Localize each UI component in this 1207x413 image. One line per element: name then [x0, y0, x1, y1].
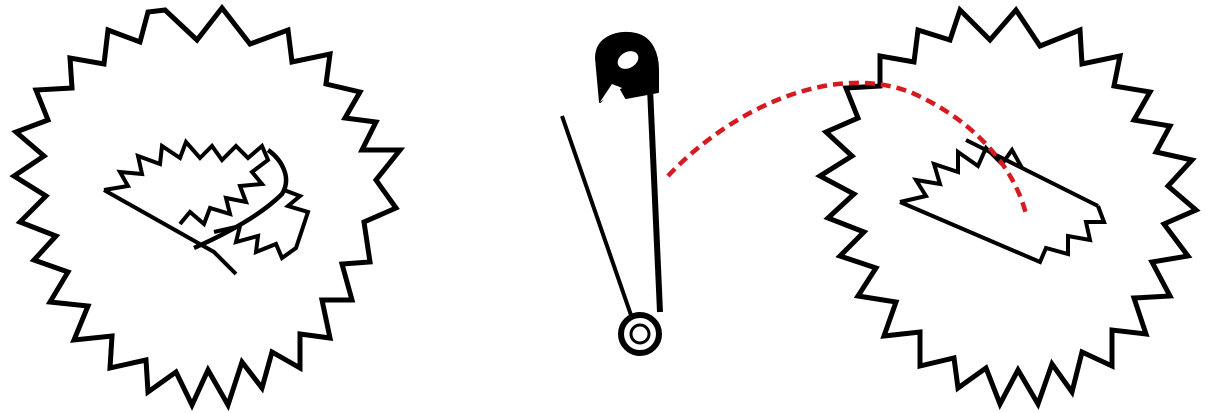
left-carnation-center-petals — [103, 138, 271, 228]
left-carnation-lower-petals — [213, 188, 311, 262]
safety-pin-needle — [560, 115, 634, 319]
right-carnation-outline — [814, 5, 1201, 411]
safety-pin-icon — [560, 31, 663, 356]
safety-pin-right-bar — [647, 87, 663, 313]
right-carnation-center-petals — [899, 144, 1024, 204]
left-carnation-pin-clasp — [193, 148, 289, 251]
safety-pin-coil-inner — [629, 323, 651, 345]
left-carnation-icon — [9, 3, 406, 412]
safety-pin-head-tip — [600, 84, 622, 102]
pin-insertion-guide-line — [666, 80, 1029, 215]
right-carnation-stem-bar — [965, 138, 1099, 208]
left-carnation-pin-bar — [103, 188, 238, 276]
right-carnation-icon — [814, 5, 1201, 411]
safety-pin-head-hole — [617, 51, 639, 69]
right-carnation-lower-petals — [899, 200, 1107, 265]
left-carnation-outline — [9, 3, 406, 412]
